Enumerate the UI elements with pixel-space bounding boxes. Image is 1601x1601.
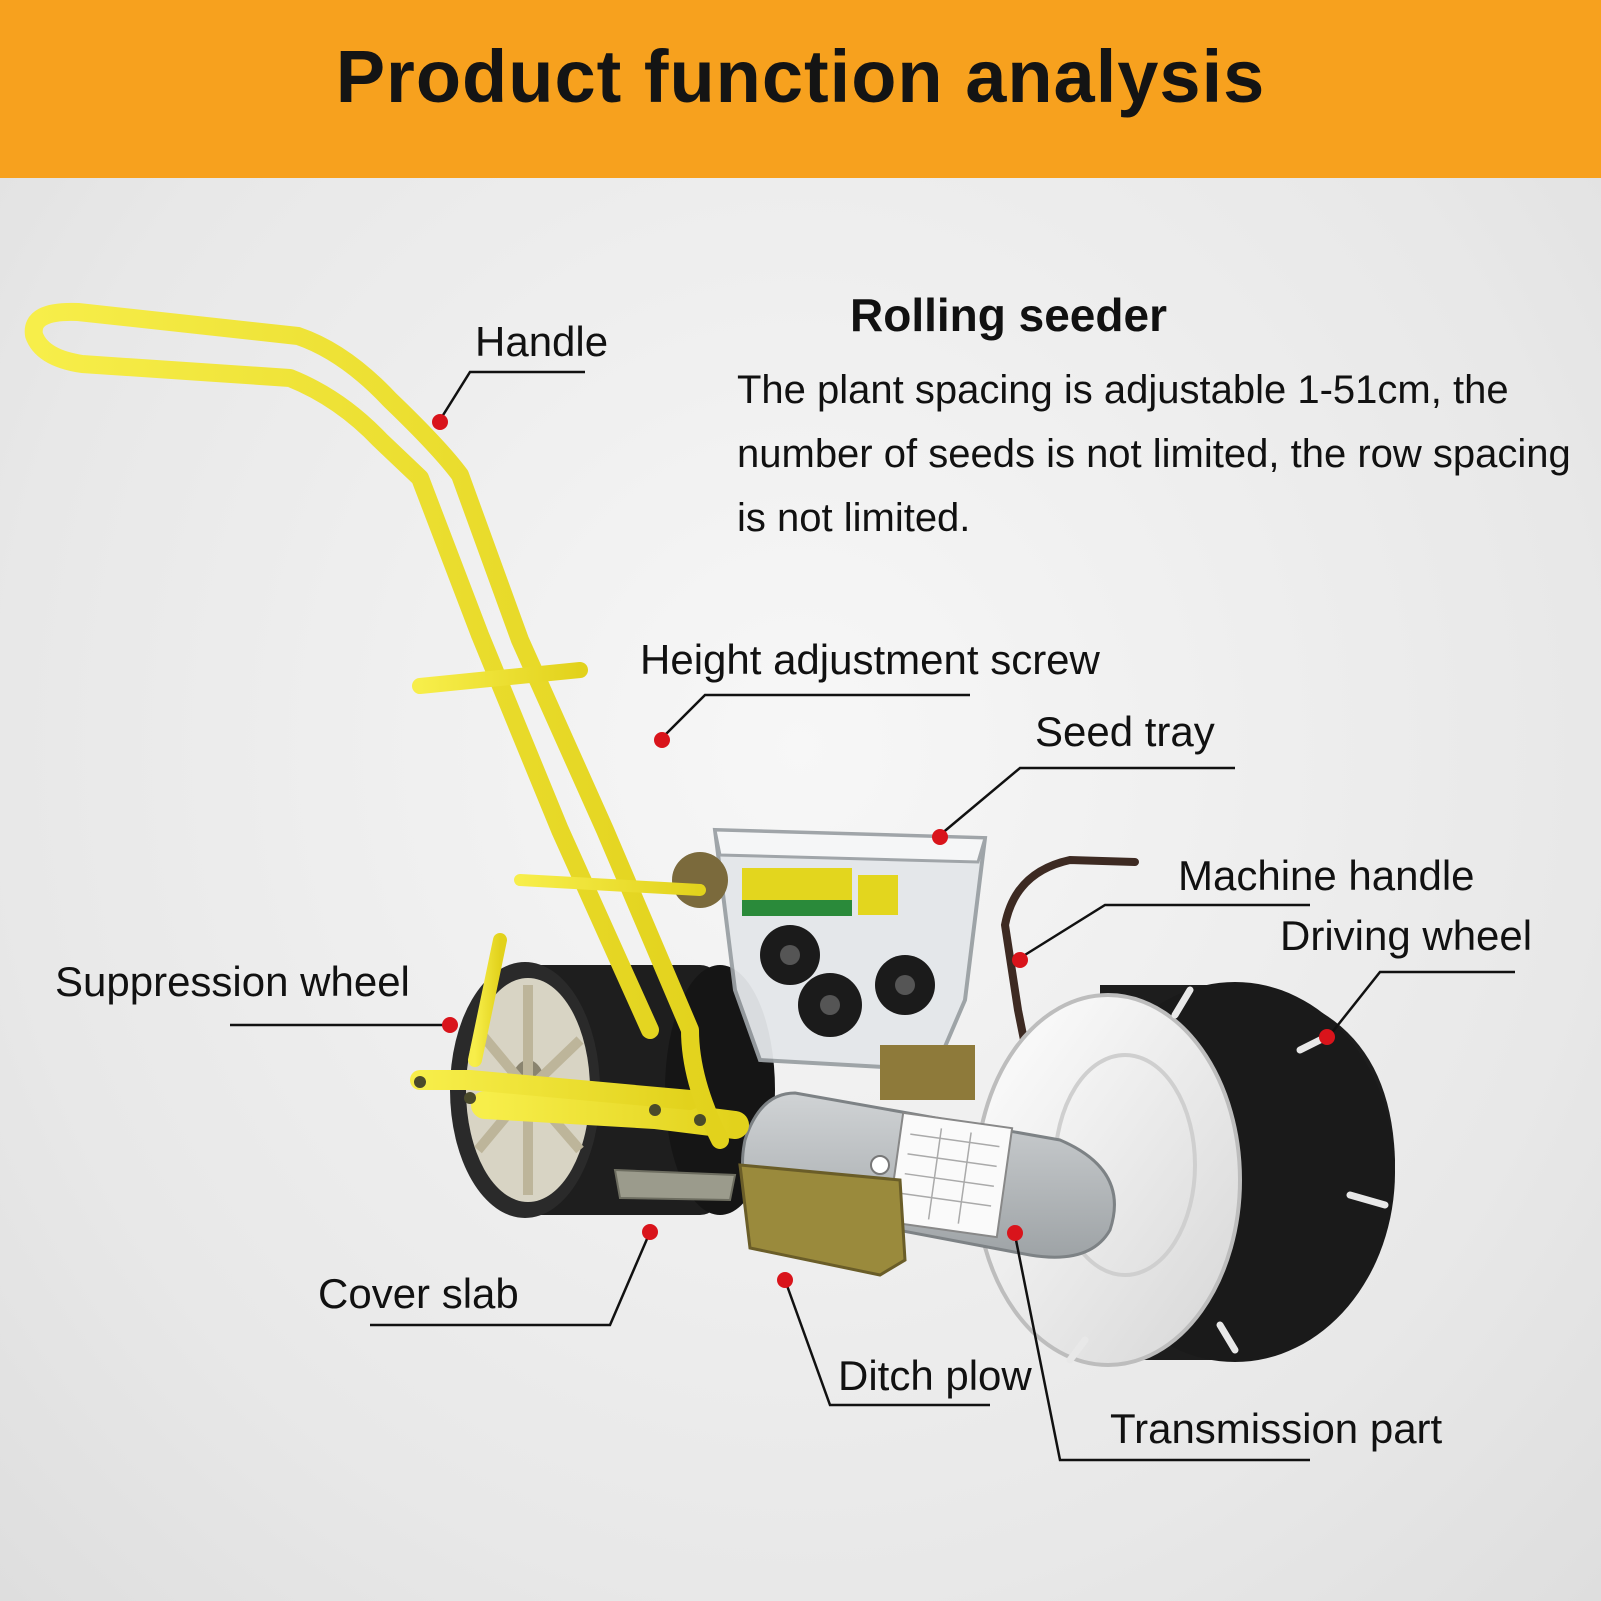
label-transmission-part: Transmission part <box>1110 1405 1443 1452</box>
label-driving-wheel: Driving wheel <box>1280 912 1533 959</box>
label-cover-slab: Cover slab <box>318 1270 519 1317</box>
marker-seed-tray <box>932 829 948 845</box>
label-suppression-wheel: Suppression wheel <box>55 958 410 1005</box>
leader-height-screw <box>661 693 970 739</box>
label-handle: Handle <box>475 318 609 365</box>
leader-driving-wheel <box>1329 970 1515 1036</box>
label-seed-tray: Seed tray <box>1035 708 1215 755</box>
info-title: Rolling seeder <box>850 289 1167 341</box>
leader-ditch-plow <box>783 1279 990 1407</box>
marker-cover-slab <box>642 1224 658 1240</box>
marker-transmission <box>1007 1225 1023 1241</box>
machine-handle-graphic <box>1000 855 1139 1074</box>
leader-handle <box>438 370 585 421</box>
info-description: The plant spacing is adjustable 1-51cm, … <box>737 368 1571 540</box>
marker-ditch-plow <box>777 1272 793 1288</box>
header-banner: Product function analysis <box>0 0 1601 178</box>
leader-lines <box>230 370 1515 1462</box>
leader-seed-tray <box>939 766 1235 836</box>
label-machine-handle: Machine handle <box>1178 852 1475 899</box>
leader-machine-handle <box>1019 903 1310 960</box>
marker-height-screw <box>654 732 670 748</box>
marker-driving-wheel <box>1319 1029 1335 1045</box>
ditch-plow-graphic <box>738 1163 907 1277</box>
leader-transmission <box>1013 1234 1310 1462</box>
label-ditch-plow: Ditch plow <box>838 1352 1032 1399</box>
frame-bolts <box>414 1076 706 1126</box>
markers <box>432 414 1335 1288</box>
marker-handle <box>432 414 448 430</box>
label-height-adjustment-screw: Height adjustment screw <box>640 636 1100 683</box>
cover-slab-graphic <box>613 1168 737 1202</box>
leader-cover-slab <box>370 1231 652 1327</box>
marker-suppression-wheel <box>442 1017 458 1033</box>
page-title: Product function analysis <box>335 35 1266 118</box>
marker-machine-handle <box>1012 952 1028 968</box>
